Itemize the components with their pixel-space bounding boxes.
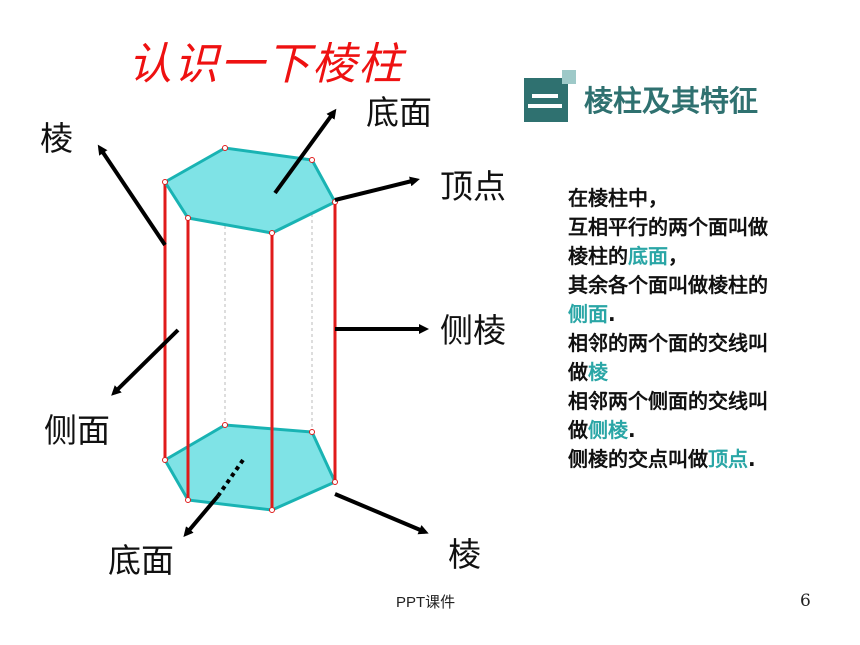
description-line-text: 做: [568, 418, 588, 442]
highlighted-term: 侧面: [568, 302, 608, 326]
page-number: 6: [800, 591, 811, 611]
arrow-base-top: [273, 108, 337, 195]
description-line-text: 相邻两个侧面的交线叫: [568, 389, 768, 413]
description-text: 在棱柱中，互相平行的两个面叫做棱柱的底面，其余各个面叫做棱柱的侧面.相邻的两个面…: [568, 184, 838, 474]
highlighted-term: 底面: [628, 244, 668, 268]
description-line: 互相平行的两个面叫做: [568, 213, 838, 242]
description-line: 相邻两个侧面的交线叫: [568, 387, 838, 416]
description-line-text: 相邻的两个面的交线叫: [568, 331, 768, 355]
description-line: 侧棱的交点叫做顶点.: [568, 445, 838, 474]
arrow-base-bottom: [183, 494, 220, 538]
label-vertex: 顶点: [440, 167, 506, 206]
description-line-text: 互相平行的两个面叫做: [568, 215, 768, 239]
description-line: 棱柱的底面，: [568, 242, 838, 271]
description-line-text: 棱柱的: [568, 244, 628, 268]
description-line: 在棱柱中，: [568, 184, 838, 213]
label-lateral-edge: 侧棱: [440, 311, 506, 350]
description-line: 做侧棱.: [568, 416, 838, 445]
bottom-base-face: [162, 423, 337, 512]
section-title: 棱柱及其特征: [584, 84, 759, 118]
slide-title: 认识一下棱柱: [128, 39, 404, 90]
label-edge-bottom: 棱: [448, 535, 481, 574]
description-line-text: 做: [568, 360, 588, 384]
label-base-top: 底面: [366, 93, 432, 132]
arrow-edge-top-left: [97, 144, 167, 247]
label-lateral-face: 侧面: [44, 411, 110, 450]
description-line: 侧面.: [568, 300, 838, 329]
highlighted-term: 侧棱: [588, 418, 628, 442]
label-edge-top: 棱: [40, 119, 73, 158]
description-line-tail: .: [608, 302, 616, 326]
footer-text: PPT课件: [396, 594, 456, 611]
highlighted-term: 顶点: [708, 447, 748, 471]
arrow-vertex: [334, 176, 420, 202]
highlighted-term: 棱: [588, 360, 608, 384]
lateral-edges: [163, 182, 337, 510]
description-line: 其余各个面叫做棱柱的: [568, 271, 838, 300]
description-line-tail: ，: [668, 244, 688, 268]
section-icon: [524, 70, 576, 122]
arrow-edge-bottom-right: [334, 492, 429, 535]
description-line-text: 其余各个面叫做棱柱的: [568, 273, 768, 297]
description-line: 相邻的两个面的交线叫: [568, 329, 838, 358]
label-base-bottom: 底面: [108, 541, 174, 580]
description-line-text: 在棱柱中，: [568, 186, 668, 210]
description-line-tail: .: [628, 418, 636, 442]
description-line: 做棱: [568, 358, 838, 387]
description-line-tail: .: [748, 447, 756, 471]
hidden-edges: [224, 148, 313, 432]
arrow-lateral-face: [111, 328, 180, 396]
description-line-text: 侧棱的交点叫做: [568, 447, 708, 471]
annotation-arrows: [97, 108, 429, 538]
